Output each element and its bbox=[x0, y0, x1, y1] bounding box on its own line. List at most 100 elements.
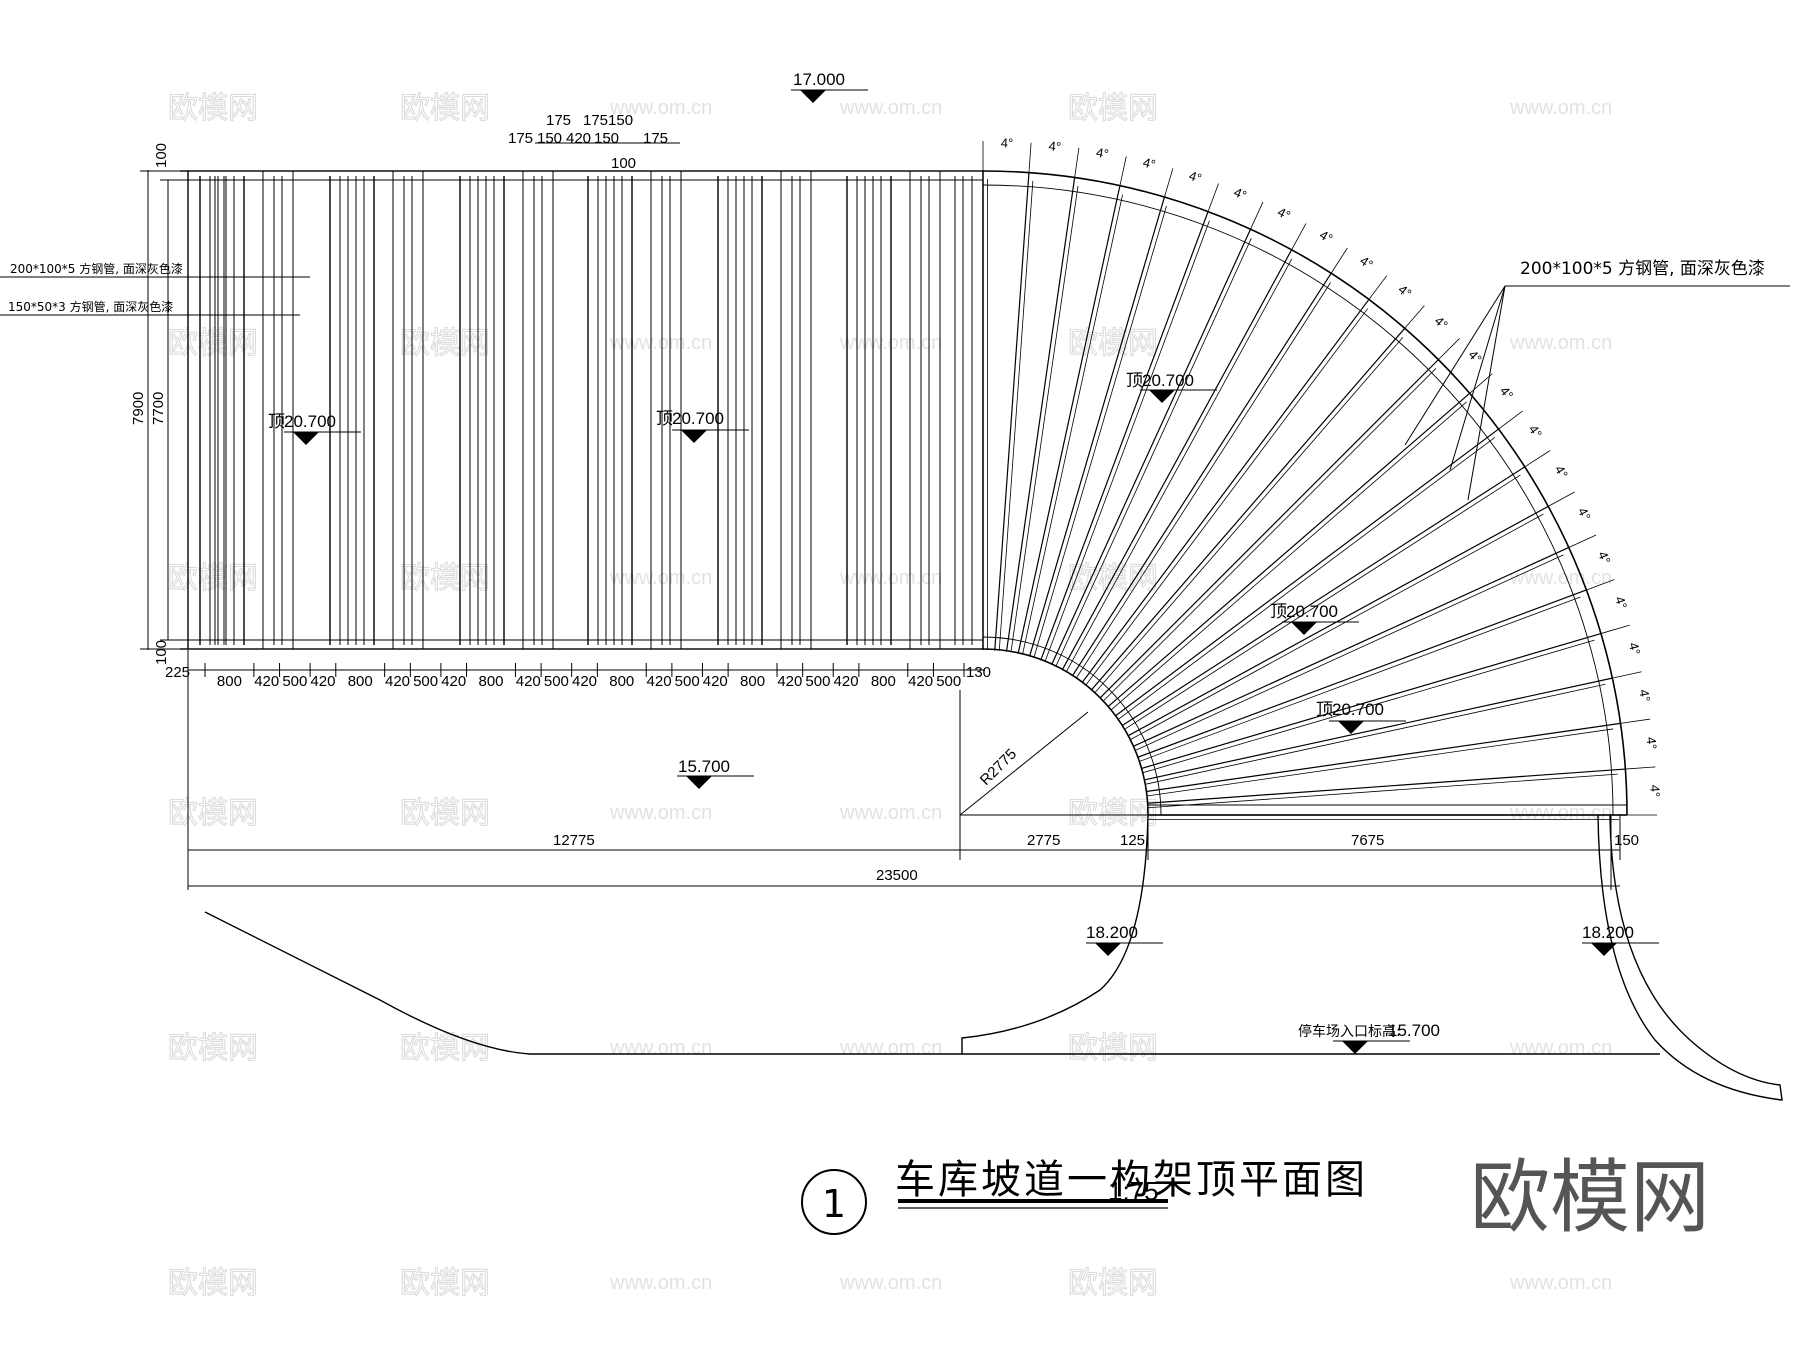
watermark-url: www.om.cn bbox=[839, 802, 942, 824]
watermark-url: www.om.cn bbox=[609, 332, 712, 354]
dim-top-row2-c: 420 bbox=[566, 130, 591, 147]
fan-rafter-inner bbox=[1033, 205, 1167, 659]
fan-rafter bbox=[1017, 185, 1121, 654]
dim-top-175: 175 bbox=[546, 112, 571, 129]
dim-bottom-value: 500 bbox=[544, 673, 569, 690]
fan-rafter-inner bbox=[1110, 401, 1467, 711]
angle-label: 4° bbox=[1626, 641, 1644, 657]
angle-tick bbox=[1164, 168, 1174, 198]
watermark-text: 欧模网 bbox=[400, 1031, 490, 1066]
dim-bottom-value: 420 bbox=[647, 673, 672, 690]
note-left-1: 200*100*5 方钢管, 面深灰色漆 bbox=[10, 261, 183, 276]
angle-tick bbox=[1586, 579, 1615, 591]
angle-label: 4° bbox=[1644, 736, 1660, 750]
level-slab-left-prefix: 顶 bbox=[268, 412, 285, 431]
dim-bottom-value: 800 bbox=[217, 673, 242, 690]
watermark-url: www.om.cn bbox=[1509, 1037, 1612, 1059]
angle-label: 4° bbox=[1636, 688, 1653, 703]
dim-radius: R2775 bbox=[977, 746, 1020, 789]
watermark-text: 欧模网 bbox=[400, 561, 490, 596]
angle-tick bbox=[1119, 156, 1127, 186]
dim-bottom-value: 800 bbox=[478, 673, 503, 690]
angle-label: 4° bbox=[1395, 282, 1414, 301]
brand-logo: 欧模网 bbox=[1470, 1151, 1710, 1244]
slab-main-beam bbox=[392, 170, 424, 650]
dim-12775: 12775 bbox=[553, 832, 595, 849]
fan-rafter-inner bbox=[1055, 238, 1252, 667]
dim-bottom-value: 500 bbox=[805, 673, 830, 690]
level-right-post: 18.200 bbox=[1582, 923, 1634, 942]
level-fan-lower-prefix: 顶 bbox=[1316, 700, 1333, 719]
dim-left-100-top: 100 bbox=[153, 143, 170, 168]
note-right-1: 200*100*5 方钢管, 面深灰色漆 bbox=[1520, 259, 1765, 279]
level-top: 17.000 bbox=[793, 70, 845, 89]
watermark-url: www.om.cn bbox=[1509, 567, 1612, 589]
dim-left-225: 225 bbox=[165, 664, 190, 681]
level-fan-lower: 20.700 bbox=[1332, 700, 1384, 719]
dim-top-row2-b: 150 bbox=[537, 130, 562, 147]
level-slab-left: 20.700 bbox=[284, 412, 336, 431]
fan-rafter bbox=[1081, 299, 1370, 684]
angle-tick bbox=[1612, 671, 1642, 679]
watermark-text: 欧模网 bbox=[1068, 561, 1158, 596]
watermark-text: 欧模网 bbox=[400, 1266, 490, 1301]
fan-rafter bbox=[1132, 546, 1570, 748]
watermark-text: 欧模网 bbox=[1068, 796, 1158, 831]
dim-top-row2-a: 175 bbox=[508, 130, 533, 147]
angle-tick bbox=[1600, 624, 1630, 634]
watermark-text: 欧模网 bbox=[168, 1266, 258, 1301]
title-number-circle bbox=[801, 1169, 867, 1235]
fan-rafter bbox=[1146, 722, 1621, 793]
note-left-2: 150*50*3 方钢管, 面深灰色漆 bbox=[8, 299, 173, 314]
watermark-url: www.om.cn bbox=[609, 1037, 712, 1059]
fan-rafter-inner bbox=[1134, 554, 1564, 751]
fan-rafter-inner bbox=[1147, 773, 1618, 809]
fan-rafter bbox=[1127, 505, 1549, 737]
watermark-url: www.om.cn bbox=[839, 1037, 942, 1059]
dim-bottom-value: 500 bbox=[282, 673, 307, 690]
level-marker bbox=[800, 90, 826, 103]
dim-bottom-value: 500 bbox=[936, 673, 961, 690]
fan-rafter-inner bbox=[1075, 282, 1331, 679]
angle-tick bbox=[1524, 450, 1551, 468]
fan-rafter bbox=[1061, 249, 1293, 671]
level-fan-upper-prefix: 顶 bbox=[1126, 371, 1143, 390]
dim-bottom-value: 420 bbox=[441, 673, 466, 690]
angle-tick bbox=[1074, 147, 1080, 178]
angle-label: 4° bbox=[1317, 227, 1335, 246]
fan-rafter-inner bbox=[1085, 308, 1369, 686]
dim-bottom-value: 420 bbox=[908, 673, 933, 690]
fan-rafter bbox=[1005, 177, 1076, 652]
angle-label: 4° bbox=[1432, 313, 1451, 332]
dim-bottom-value: 500 bbox=[675, 673, 700, 690]
dim-bottom-value: 420 bbox=[254, 673, 279, 690]
title-number: 1 bbox=[822, 1182, 846, 1226]
angle-label: 4° bbox=[1357, 253, 1376, 272]
fan-rafter-inner bbox=[1145, 683, 1606, 785]
angle-tick bbox=[1028, 142, 1032, 173]
dim-7675: 7675 bbox=[1351, 832, 1384, 849]
watermark-text: 欧模网 bbox=[1068, 91, 1158, 126]
fan-rafter-inner bbox=[1010, 186, 1079, 653]
dim-left-100-bottom: 100 bbox=[153, 640, 170, 665]
angle-label: 4° bbox=[1275, 204, 1293, 223]
level-slab-mid-prefix: 顶 bbox=[656, 409, 673, 428]
dim-bottom-value: 420 bbox=[385, 673, 410, 690]
angle-label: 4° bbox=[1526, 422, 1545, 441]
slab-main-beam bbox=[262, 170, 294, 650]
dim-tick-group bbox=[204, 663, 965, 677]
angle-tick bbox=[1404, 305, 1425, 329]
fan-rafter bbox=[1137, 589, 1587, 758]
watermark-text: 欧模网 bbox=[400, 796, 490, 831]
dim-bottom-value: 420 bbox=[516, 673, 541, 690]
slab-main-beam bbox=[522, 170, 554, 650]
watermark-url: www.om.cn bbox=[839, 1272, 942, 1294]
fan-rafter-inner bbox=[1022, 194, 1123, 655]
level-slab-mid: 20.700 bbox=[672, 409, 724, 428]
watermark-text: 欧模网 bbox=[1068, 326, 1158, 361]
fan-rafter bbox=[1144, 677, 1613, 781]
fan-rafter bbox=[1147, 768, 1626, 804]
fan-rafter bbox=[1121, 466, 1526, 727]
title-block: 1 车库坡道一构架顶平面图 1:75 bbox=[801, 1157, 1365, 1235]
watermark-url: www.om.cn bbox=[609, 97, 712, 119]
